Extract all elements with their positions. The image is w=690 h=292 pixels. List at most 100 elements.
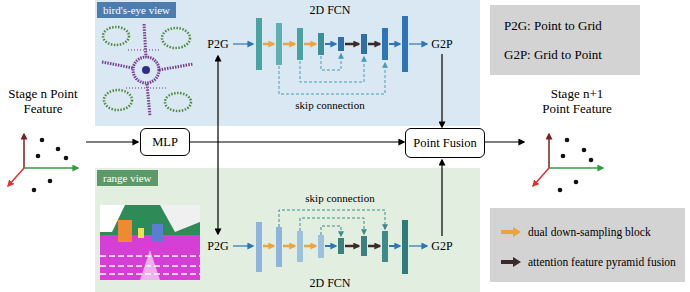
process-box: MLP (140, 128, 190, 156)
diagram-label: 2D FCN (309, 3, 350, 17)
label-anchor: 2D FCN (309, 3, 350, 17)
legend: dual down-sampling block attention featur… (490, 208, 685, 282)
diagram-label: P2G (207, 37, 228, 51)
down-sampling-arrow (263, 43, 274, 46)
point-dot (574, 180, 579, 185)
fusion-arrow (345, 245, 359, 248)
diagram-label: Stage n Point Feature (0, 86, 86, 116)
label-anchor: 2D FCN (309, 276, 350, 290)
skip-connection-line (279, 63, 385, 94)
view-band: range view (95, 168, 480, 292)
legend-item: dual down-sampling block (500, 225, 651, 239)
abbreviation-text: G2P: Grid to Point (504, 47, 602, 63)
main-flow-arrows (86, 54, 524, 236)
feature-bar (318, 33, 324, 55)
skip-connection-line (321, 226, 341, 236)
range-region (160, 205, 200, 232)
axis-arrow (548, 134, 550, 168)
flow-arrow (325, 245, 336, 247)
legend-arrow (501, 227, 521, 237)
fcn-top (233, 16, 427, 94)
point-cluster (103, 27, 129, 45)
range-image (100, 205, 200, 280)
point-cluster (162, 28, 190, 48)
down-sampling-arrow (304, 43, 316, 46)
box-label: MLP (152, 134, 178, 150)
point-scatter (126, 50, 166, 88)
box-label: Point Fusion (413, 135, 477, 151)
label-anchor: skip connection (295, 99, 364, 112)
range-object (152, 224, 163, 242)
legend-text: dual down-sampling block (528, 225, 651, 239)
point-road (147, 84, 150, 116)
flow-arrow (233, 43, 253, 44)
abbreviation-text: P2G: Point to Grid (504, 18, 602, 34)
range-region (100, 235, 200, 280)
feature-bar (256, 222, 262, 272)
diagram-label: skip connection (295, 99, 364, 112)
abbreviation-box: P2G: Point to GridG2P: Grid to Point (490, 5, 640, 75)
diagram-label: skip connection (305, 192, 374, 205)
band-fill (95, 0, 480, 126)
feature-bar (361, 236, 367, 256)
label-anchor: P2G (207, 37, 228, 51)
band-heading: bird's-eye view (97, 2, 176, 18)
feature-bar (276, 227, 282, 267)
legend-arrow (501, 257, 521, 267)
flow-arrow (389, 245, 400, 247)
point-dot (36, 154, 41, 159)
flow-arrow (409, 43, 427, 44)
fusion-arrow (345, 43, 359, 46)
band-fill (95, 168, 480, 292)
feature-bar (361, 34, 367, 54)
feature-bar (256, 18, 262, 70)
down-sampling-arrow (283, 245, 295, 248)
flow-arrow (409, 245, 427, 246)
feature-bar (402, 16, 408, 72)
point-ring (133, 57, 159, 83)
diagram-label: G2P (431, 239, 452, 253)
label-anchor: G2P (431, 37, 452, 51)
diagram-label: G2P (431, 37, 452, 51)
point-dot (48, 179, 53, 184)
down-sampling-arrow (263, 245, 274, 248)
legend-panel (490, 208, 685, 282)
legend-item: attention feature pyramid fusion (500, 255, 676, 269)
point-cluster (104, 90, 132, 110)
point-cloud-bev (102, 24, 193, 116)
axis-arrow (24, 167, 78, 169)
diagram-label: Stage n+1 Point Feature (537, 86, 617, 116)
label-anchor: G2P (431, 239, 452, 253)
view-band: bird's-eye view (95, 0, 480, 126)
sensor-dot (142, 66, 150, 74)
point-road (144, 24, 146, 57)
axis-arrow (8, 168, 24, 186)
point-dot (40, 138, 45, 143)
fcn-bottom (233, 210, 427, 274)
point-cluster (165, 93, 191, 111)
point-dot (589, 158, 594, 163)
flow-arrow (441, 54, 442, 127)
down-sampling-arrow (304, 245, 316, 248)
range-object (118, 220, 132, 242)
skip-connection-line (321, 54, 341, 70)
label-anchor: P2G (207, 239, 228, 253)
flow-connector (190, 141, 404, 142)
point-axes-left (8, 134, 78, 192)
feature-bar (318, 235, 324, 258)
flow-arrow (441, 160, 442, 236)
feature-bar (402, 220, 408, 274)
band-heading: range view (97, 170, 158, 186)
label-anchor: Stage n+1 Point Feature (537, 86, 617, 116)
point-dot (561, 154, 566, 159)
feature-bar (297, 28, 303, 60)
point-road (159, 64, 193, 70)
feature-bar (297, 231, 303, 262)
flow-arrow (86, 141, 138, 142)
point-dot (56, 147, 61, 152)
feature-bar (338, 238, 344, 254)
process-box: Point Fusion (405, 128, 485, 158)
